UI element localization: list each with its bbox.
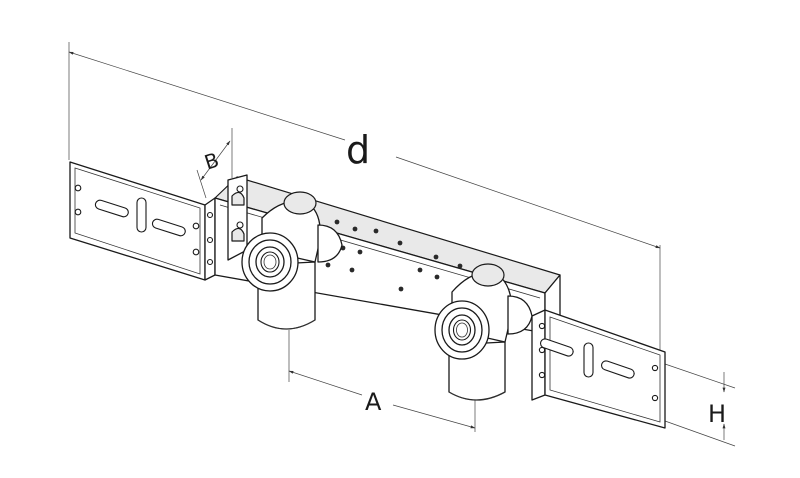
- dimension-label-b: B: [201, 148, 221, 175]
- dimension-lines: [68, 42, 736, 447]
- right-wall-plate: [531, 309, 666, 429]
- plate-slot: [151, 218, 186, 237]
- dimension-label-h: H: [708, 400, 726, 428]
- dimension-label-d: d: [346, 128, 370, 172]
- plate-slot: [136, 197, 147, 233]
- left-wall-plate: [69, 161, 216, 281]
- right-elbow-fitting: [434, 263, 533, 401]
- plate-slot: [94, 199, 129, 218]
- left-elbow-fitting: [241, 191, 343, 330]
- dimension-label-a: A: [365, 388, 382, 416]
